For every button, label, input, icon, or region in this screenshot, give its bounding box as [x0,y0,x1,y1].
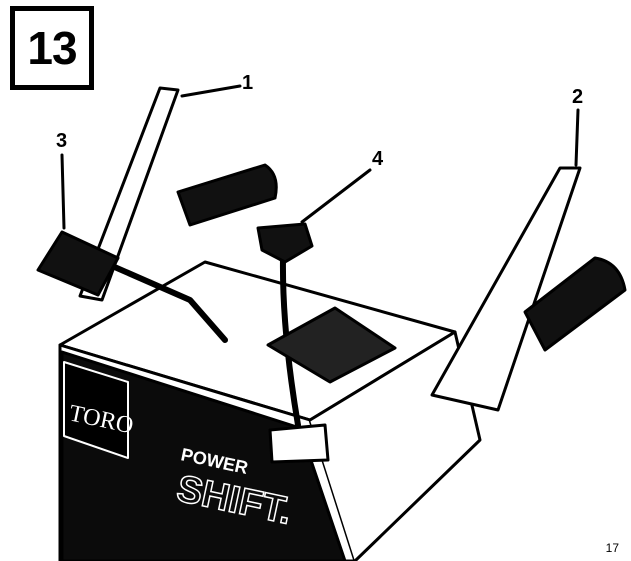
callout-3-label: 3 [56,130,68,152]
callout-4-leader [300,168,372,224]
lever-4-knob [256,222,314,264]
callout-2-leader [574,108,580,167]
callout-1-label: 1 [242,72,254,94]
panel-decal [60,350,347,561]
figure-number-box: 13 [10,6,94,90]
left-handle-grip [176,163,278,227]
lever-3-knob [36,230,120,297]
figure-number: 13 [27,22,77,74]
callout-3-leader [60,153,66,230]
callout-2-label: 2 [572,86,584,108]
page-number: 17 [605,541,619,555]
lever-3-rod [107,262,228,343]
right-handle-column [430,166,582,412]
top-panel-decal [266,306,397,384]
brand-plate [63,361,129,459]
right-handle-grip [523,256,627,352]
left-handle-column [78,86,180,302]
lever-4-base [268,423,330,464]
callout-4-label: 4 [372,148,384,170]
callout-1-leader [180,84,242,98]
